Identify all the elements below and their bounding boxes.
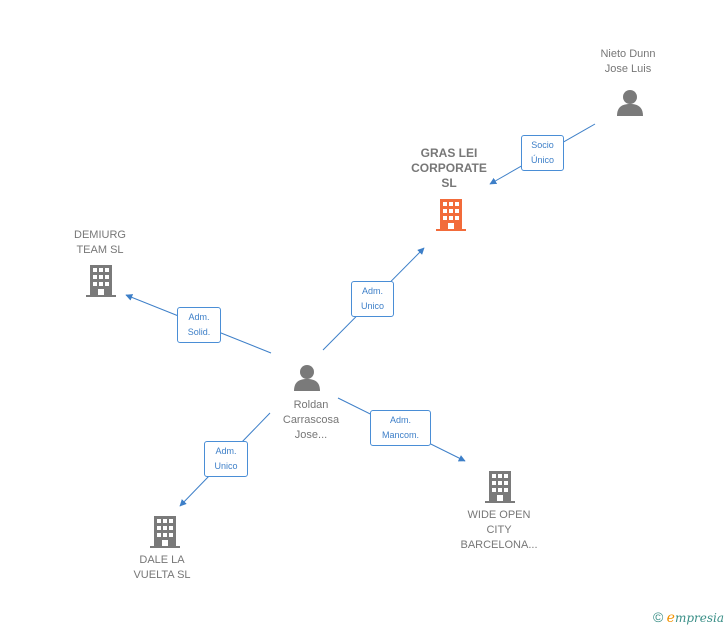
edge-label-adm-solid: Adm. Solid.: [177, 307, 221, 343]
node-label-roldan[interactable]: Roldan Carrascosa Jose...: [282, 399, 340, 441]
edge-label-adm-unico-dale: Adm. Unico: [204, 441, 248, 477]
building-icon-demiurg[interactable]: [86, 265, 116, 297]
node-label-nieto[interactable]: Nieto Dunn Jose Luis: [600, 48, 656, 75]
node-label-demiurg[interactable]: DEMIURG TEAM SL: [74, 229, 126, 256]
node-label-dale[interactable]: DALE LA VUELTA SL: [133, 554, 191, 581]
edge-label-socio-unico: Socio Único: [521, 135, 564, 171]
person-icon-nieto[interactable]: [617, 90, 643, 116]
empresia-logo: © empresia: [653, 609, 724, 626]
node-label-wide[interactable]: WIDE OPEN CITY BARCELONA...: [460, 509, 538, 551]
copyright-icon: ©: [652, 609, 664, 625]
person-icon-roldan[interactable]: [294, 365, 320, 391]
building-icon-dale[interactable]: [150, 516, 180, 548]
node-label-gras[interactable]: GRAS LEI CORPORATE SL: [411, 146, 487, 190]
building-icon-wide[interactable]: [485, 471, 515, 503]
edge-label-adm-mancom: Adm. Mancom.: [370, 410, 431, 446]
brand-name: mpresia: [674, 611, 724, 625]
brand-e: e: [666, 610, 675, 626]
building-icon-gras[interactable]: [436, 199, 466, 231]
edge-label-adm-unico-gras: Adm. Unico: [351, 281, 394, 317]
